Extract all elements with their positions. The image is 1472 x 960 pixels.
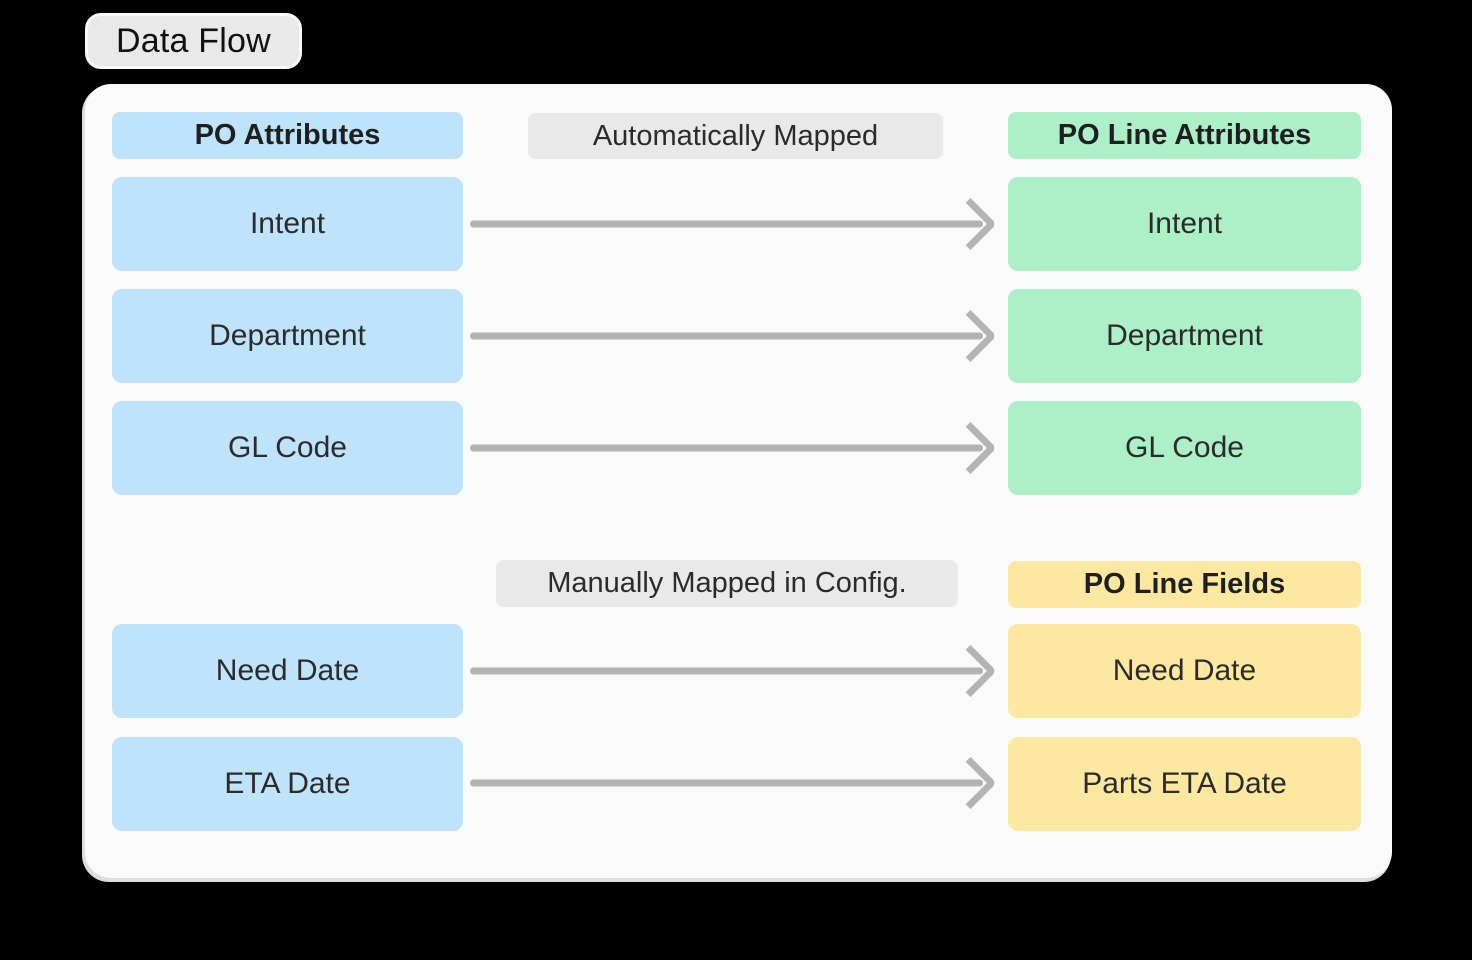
arrow-eta-date: [470, 755, 997, 811]
target-box-parts-eta-date: Parts ETA Date: [1008, 737, 1361, 831]
target-box-department: Department: [1008, 289, 1361, 383]
data-flow-diagram-panel: PO Attributes Automatically Mapped PO Li…: [85, 84, 1392, 878]
source-box-intent: Intent: [112, 177, 463, 271]
source-box-gl-code: GL Code: [112, 401, 463, 495]
data-flow-title-label: Data Flow: [116, 21, 271, 60]
po-line-fields-header: PO Line Fields: [1008, 561, 1361, 608]
manually-mapped-label: Manually Mapped in Config.: [496, 560, 958, 607]
target-box-need-date: Need Date: [1008, 624, 1361, 718]
arrow-need-date: [470, 643, 997, 699]
source-box-department: Department: [112, 289, 463, 383]
arrow-shaft: [470, 779, 983, 787]
automatically-mapped-label: Automatically Mapped: [528, 113, 943, 159]
data-flow-title-badge: Data Flow: [85, 13, 302, 69]
right-arrow-icon: [944, 309, 997, 363]
target-box-gl-code: GL Code: [1008, 401, 1361, 495]
right-arrow-icon: [944, 197, 997, 251]
arrow-shaft: [470, 332, 983, 340]
source-box-eta-date: ETA Date: [112, 737, 463, 831]
arrow-department: [470, 308, 997, 364]
target-box-intent: Intent: [1008, 177, 1361, 271]
arrow-shaft: [470, 667, 983, 675]
arrow-shaft: [470, 444, 983, 452]
po-line-attributes-header: PO Line Attributes: [1008, 112, 1361, 159]
right-arrow-icon: [944, 421, 997, 475]
arrow-intent: [470, 196, 997, 252]
right-arrow-icon: [944, 644, 997, 698]
arrow-gl-code: [470, 420, 997, 476]
source-box-need-date: Need Date: [112, 624, 463, 718]
right-arrow-icon: [944, 756, 997, 810]
arrow-shaft: [470, 220, 983, 228]
po-attributes-header: PO Attributes: [112, 112, 463, 159]
